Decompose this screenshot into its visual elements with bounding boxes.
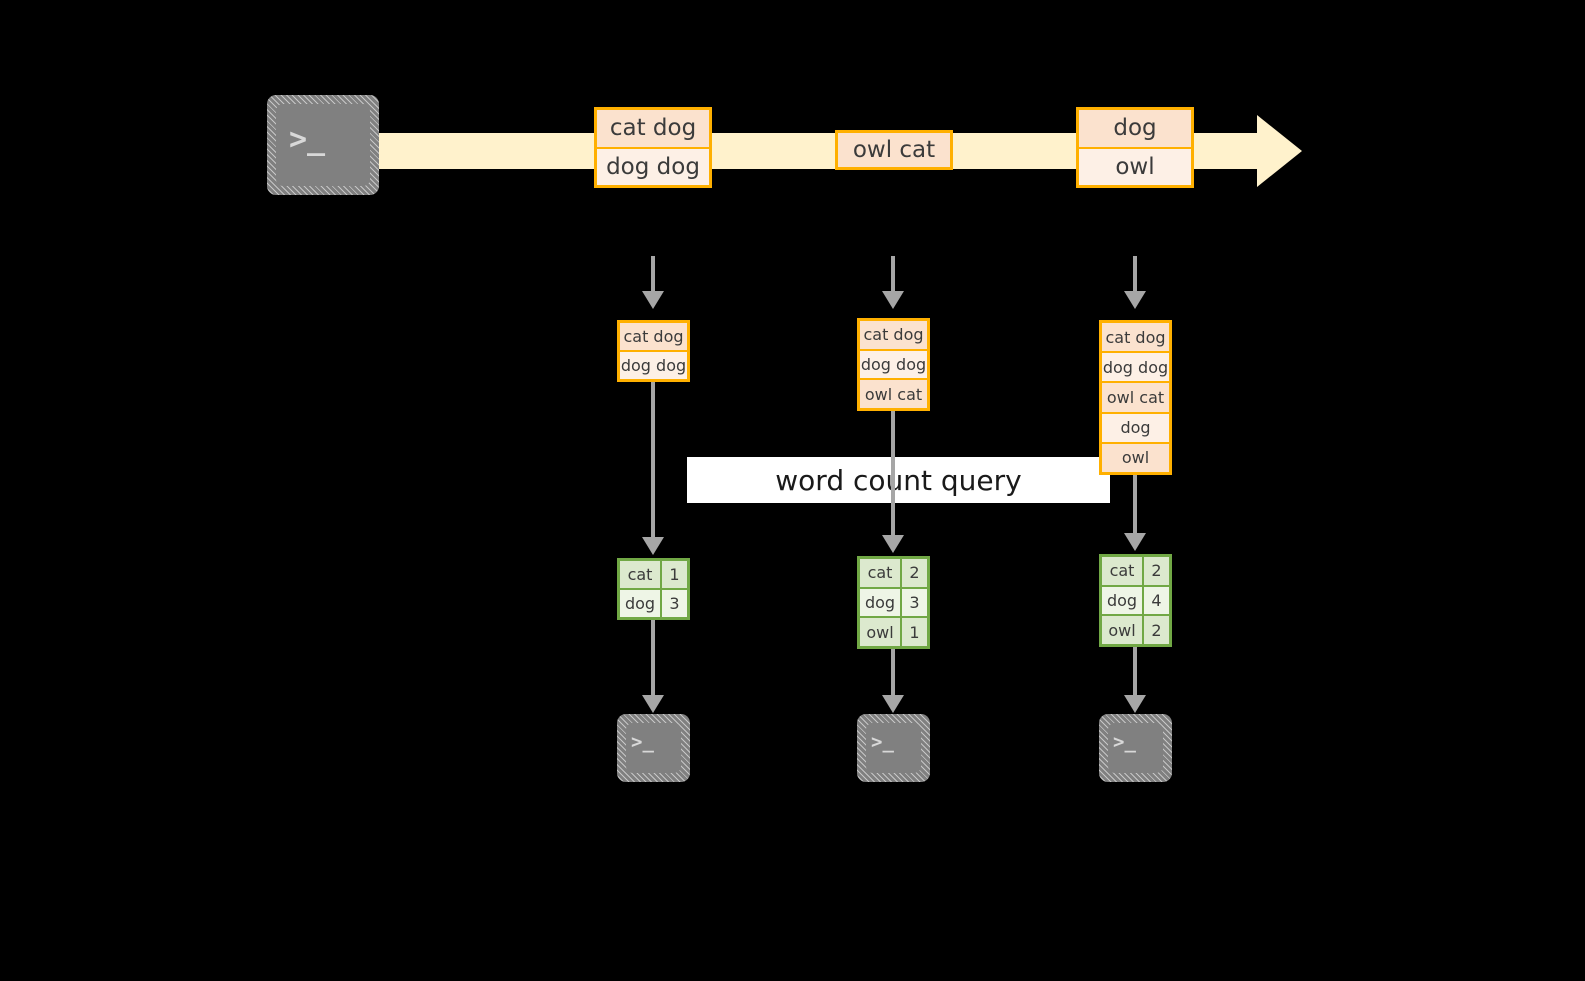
result-word: dog xyxy=(860,588,902,617)
result-count: 3 xyxy=(902,588,927,617)
snapshot-feed-arrowhead-icon xyxy=(1124,291,1146,309)
sink-terminal[interactable]: >_ xyxy=(1099,714,1172,782)
stream-message-line: owl xyxy=(1079,148,1191,185)
query-connector-arrowhead-icon xyxy=(1124,533,1146,551)
query-connector-line xyxy=(651,382,655,537)
sink-terminal-screen xyxy=(866,723,921,773)
result-word: cat xyxy=(860,559,902,587)
terminal-prompt-icon: >_ xyxy=(871,731,894,753)
result-count: 2 xyxy=(1144,557,1169,585)
snapshot-feed-arrowhead-icon xyxy=(882,291,904,309)
source-terminal[interactable]: >_ xyxy=(267,95,379,195)
query-connector-arrowhead-icon xyxy=(882,535,904,553)
snapshot-input-line: dog dog xyxy=(1102,353,1169,384)
stream-message[interactable]: owl cat xyxy=(835,130,953,170)
snapshot-input-line: dog dog xyxy=(860,350,927,381)
sink-connector-arrowhead-icon xyxy=(882,695,904,713)
snapshot-input-line: owl xyxy=(1102,443,1169,473)
terminal-prompt-icon: >_ xyxy=(631,731,654,753)
result-count: 1 xyxy=(662,561,687,588)
result-table[interactable]: cat 2 dog 4 owl 2 xyxy=(1099,554,1172,647)
result-word: cat xyxy=(1102,557,1144,585)
stream-message-line: dog xyxy=(1079,110,1191,149)
snapshot-feed-line xyxy=(651,256,655,291)
sink-connector-arrowhead-icon xyxy=(642,695,664,713)
snapshot-input-line: owl cat xyxy=(860,380,927,409)
stream-message-line: cat dog xyxy=(597,110,709,149)
table-row: dog 3 xyxy=(620,590,687,617)
table-row: owl 2 xyxy=(1102,616,1169,645)
table-row: dog 4 xyxy=(1102,586,1169,617)
snapshot-feed-line xyxy=(891,256,895,291)
sink-connector-line xyxy=(1133,647,1137,695)
result-word: owl xyxy=(860,618,902,647)
query-label: word count query xyxy=(687,457,1110,503)
snapshot-feed-arrowhead-icon xyxy=(642,291,664,309)
table-row: cat 2 xyxy=(1102,557,1169,587)
table-row: cat 1 xyxy=(620,561,687,590)
sink-terminal-screen xyxy=(626,723,681,773)
table-row: owl 1 xyxy=(860,618,927,647)
result-count: 4 xyxy=(1144,586,1169,615)
stream-message[interactable]: cat dog dog dog xyxy=(594,107,712,188)
snapshot-input-stack[interactable]: cat dog dog dog owl cat dog owl xyxy=(1099,320,1172,475)
stream-message-line: dog dog xyxy=(597,148,709,185)
snapshot-input-stack[interactable]: cat dog dog dog owl cat xyxy=(857,318,930,411)
terminal-prompt-icon: >_ xyxy=(289,122,326,157)
snapshot-input-line: owl cat xyxy=(1102,383,1169,414)
result-table[interactable]: cat 1 dog 3 xyxy=(617,558,690,620)
sink-terminal[interactable]: >_ xyxy=(617,714,690,782)
result-word: dog xyxy=(620,590,662,617)
result-count: 2 xyxy=(902,559,927,587)
snapshot-input-line: dog xyxy=(1102,413,1169,444)
source-terminal-screen xyxy=(276,104,370,186)
query-connector-line xyxy=(891,411,895,535)
result-count: 1 xyxy=(902,618,927,647)
table-row: cat 2 xyxy=(860,559,927,589)
snapshot-feed-line xyxy=(1133,256,1137,291)
stream-message[interactable]: dog owl xyxy=(1076,107,1194,188)
result-word: owl xyxy=(1102,616,1144,645)
stream-arrowhead-icon xyxy=(1257,115,1302,187)
query-connector-arrowhead-icon xyxy=(642,537,664,555)
snapshot-input-stack[interactable]: cat dog dog dog xyxy=(617,320,690,382)
table-row: dog 3 xyxy=(860,588,927,619)
result-count: 3 xyxy=(662,590,687,617)
snapshot-input-line: dog dog xyxy=(620,352,687,379)
result-word: dog xyxy=(1102,586,1144,615)
result-count: 2 xyxy=(1144,616,1169,645)
snapshot-input-line: cat dog xyxy=(1102,323,1169,354)
sink-terminal-screen xyxy=(1108,723,1163,773)
snapshot-input-line: cat dog xyxy=(620,323,687,352)
sink-connector-line xyxy=(651,620,655,695)
sink-terminal[interactable]: >_ xyxy=(857,714,930,782)
query-connector-line xyxy=(1133,475,1137,533)
terminal-prompt-icon: >_ xyxy=(1113,731,1136,753)
snapshot-input-line: cat dog xyxy=(860,321,927,351)
sink-connector-line xyxy=(891,649,895,695)
stream-message-line: owl cat xyxy=(838,133,950,167)
result-table[interactable]: cat 2 dog 3 owl 1 xyxy=(857,556,930,649)
sink-connector-arrowhead-icon xyxy=(1124,695,1146,713)
result-word: cat xyxy=(620,561,662,588)
